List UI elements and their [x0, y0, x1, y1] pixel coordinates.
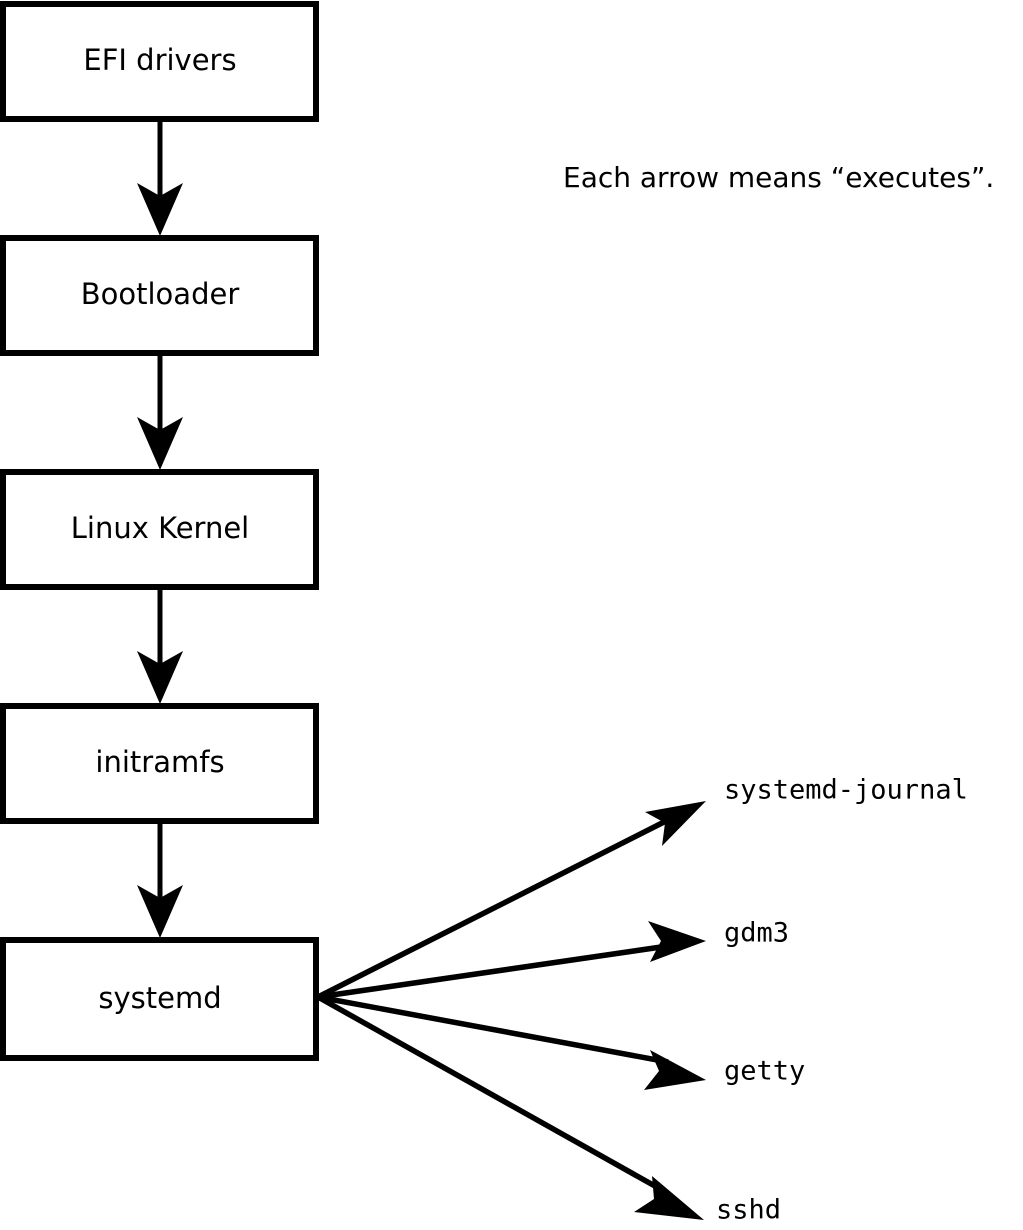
node-label-bootloader: Bootloader — [81, 277, 240, 311]
node-efi-drivers[interactable]: EFI drivers — [0, 1, 319, 122]
fan-arrow-gdm3 — [317, 921, 706, 1000]
chain-arrow-kernel-to-initramfs — [137, 587, 183, 704]
fan-arrow-getty — [317, 994, 706, 1090]
node-linux-kernel[interactable]: Linux Kernel — [0, 469, 319, 590]
node-label-systemd: systemd — [98, 981, 221, 1015]
node-systemd[interactable]: systemd — [0, 937, 319, 1061]
node-label-linux-kernel: Linux Kernel — [71, 511, 249, 545]
service-label-gdm3: gdm3 — [724, 918, 789, 949]
service-label-getty: getty — [724, 1056, 805, 1087]
node-label-initramfs: initramfs — [95, 745, 224, 779]
node-label-efi-drivers: EFI drivers — [83, 43, 236, 77]
service-label-systemd-journal: systemd-journal — [724, 775, 968, 806]
chain-arrow-bootloader-to-kernel — [137, 353, 183, 470]
node-bootloader[interactable]: Bootloader — [0, 235, 319, 356]
node-initramfs[interactable]: initramfs — [0, 703, 319, 824]
service-label-sshd: sshd — [716, 1195, 781, 1226]
chain-arrow-efi-to-bootloader — [137, 119, 183, 236]
fan-arrow-sshd — [316, 994, 704, 1220]
legend-note: Each arrow means “executes”. — [563, 161, 994, 194]
fan-arrow-systemd-journal — [316, 801, 706, 1000]
chain-arrow-initramfs-to-systemd — [137, 821, 183, 938]
